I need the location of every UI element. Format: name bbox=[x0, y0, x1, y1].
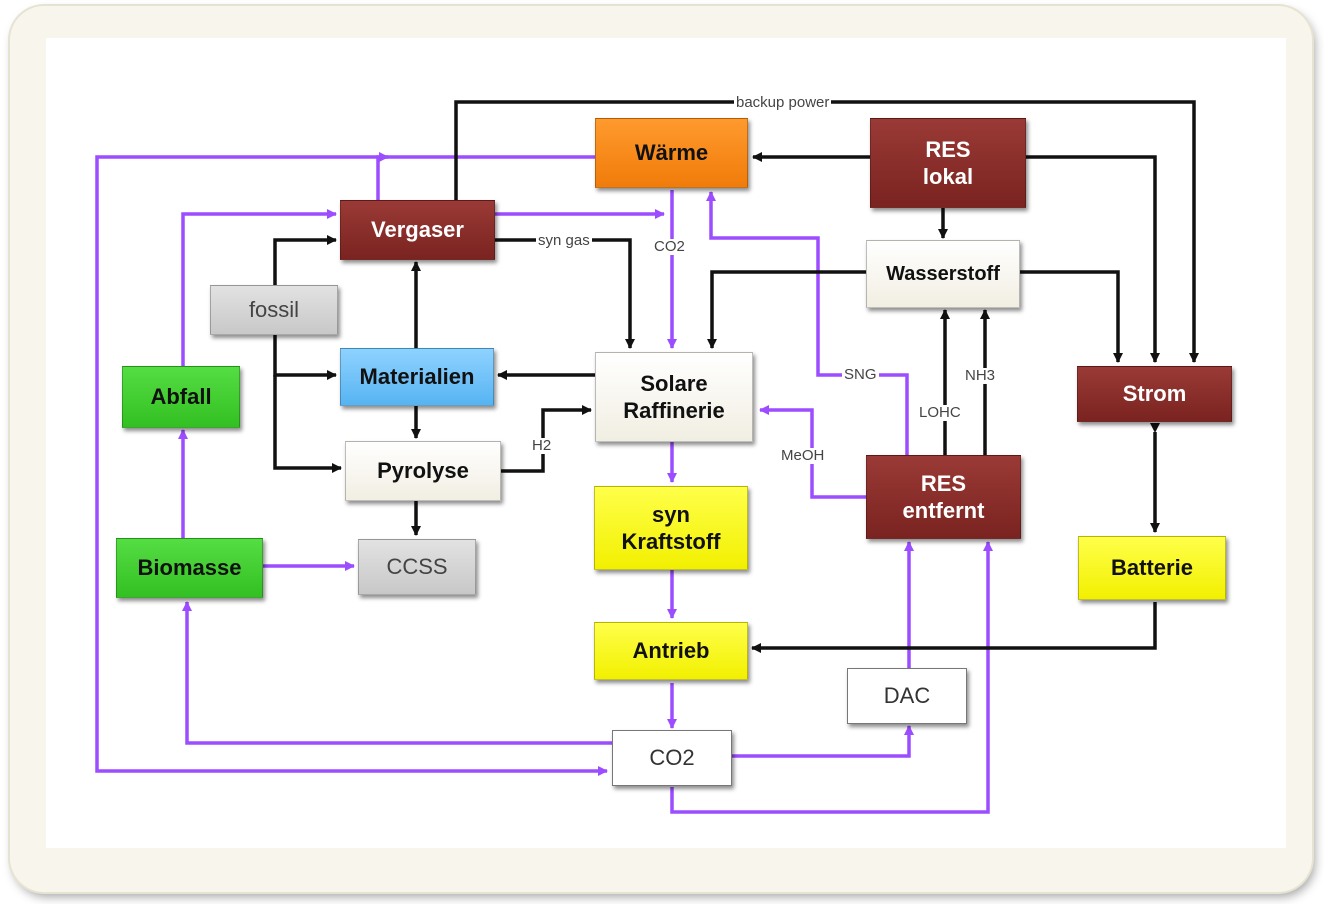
flow-res-entfernt-sng bbox=[706, 191, 909, 455]
node-vergaser: Vergaser bbox=[340, 200, 495, 260]
label-co2: CO2 bbox=[652, 238, 687, 255]
flow-co2-to-res-entfernt bbox=[670, 541, 993, 814]
node-waerme-label: Wärme bbox=[634, 140, 709, 166]
node-strom-label: Strom bbox=[1122, 381, 1187, 407]
flow-abfall-to-vergaser bbox=[181, 209, 337, 366]
node-co2: CO2 bbox=[612, 730, 732, 786]
node-abfall-label: Abfall bbox=[150, 384, 212, 410]
node-ccss: CCSS bbox=[358, 539, 476, 595]
node-strom: Strom bbox=[1077, 366, 1232, 422]
node-res-entfernt: RES entfernt bbox=[866, 455, 1021, 539]
node-waerme: Wärme bbox=[595, 118, 748, 188]
node-fossil-label: fossil bbox=[248, 297, 300, 323]
label-syn-gas: syn gas bbox=[536, 232, 592, 249]
label-backup-power: backup power bbox=[734, 94, 832, 111]
node-solare-raffinerie: Solare Raffinerie bbox=[595, 352, 753, 442]
label-h2: H2 bbox=[530, 437, 554, 454]
node-solare-raffinerie-label: Solare Raffinerie bbox=[623, 370, 725, 424]
node-batterie: Batterie bbox=[1078, 536, 1226, 600]
node-biomasse: Biomasse bbox=[116, 538, 263, 598]
label-meoh: MeOH bbox=[779, 447, 827, 464]
flow-fossil-to-pyrolyse bbox=[273, 375, 342, 473]
node-biomasse-label: Biomasse bbox=[137, 555, 242, 581]
node-res-lokal: RES lokal bbox=[870, 118, 1026, 208]
flow-waerme-to-co2-loop bbox=[95, 155, 608, 776]
node-res-lokal-label: RES lokal bbox=[922, 136, 974, 190]
label-sng: SNG bbox=[842, 366, 879, 383]
node-antrieb-label: Antrieb bbox=[632, 638, 710, 664]
label-lohc: LOHC bbox=[917, 404, 963, 421]
flow-wasserstoff-to-strom bbox=[1020, 270, 1123, 363]
node-ccss-label: CCSS bbox=[386, 554, 448, 580]
node-antrieb: Antrieb bbox=[594, 622, 748, 680]
flow-batterie-to-antrieb bbox=[751, 602, 1157, 653]
node-abfall: Abfall bbox=[122, 366, 240, 428]
node-pyrolyse: Pyrolyse bbox=[345, 441, 501, 501]
node-batterie-label: Batterie bbox=[1111, 555, 1193, 581]
flow-wasserstoff-to-raffinerie bbox=[707, 270, 866, 349]
flow-co2-to-dac bbox=[732, 725, 914, 758]
node-fossil: fossil bbox=[210, 285, 338, 335]
node-materialien: Materialien bbox=[340, 348, 494, 406]
node-wasserstoff-label: Wasserstoff bbox=[886, 262, 1000, 285]
node-res-entfernt-label: RES entfernt bbox=[902, 470, 985, 524]
label-nh3: NH3 bbox=[963, 367, 998, 384]
flow-res-lokal-to-strom bbox=[1026, 155, 1160, 363]
node-dac: DAC bbox=[847, 668, 967, 724]
node-syn-kraftstoff: syn Kraftstoff bbox=[594, 486, 748, 570]
node-materialien-label: Materialien bbox=[359, 364, 475, 390]
node-pyrolyse-label: Pyrolyse bbox=[377, 458, 469, 484]
node-co2-label: CO2 bbox=[649, 745, 695, 771]
flow-co2-to-biomasse bbox=[182, 601, 612, 745]
node-syn-kraftstoff-label: syn Kraftstoff bbox=[621, 501, 721, 555]
node-wasserstoff: Wasserstoff bbox=[866, 240, 1020, 308]
node-vergaser-label: Vergaser bbox=[371, 217, 464, 243]
node-dac-label: DAC bbox=[883, 683, 931, 709]
flow-fossil-to-vergaser bbox=[273, 235, 337, 285]
